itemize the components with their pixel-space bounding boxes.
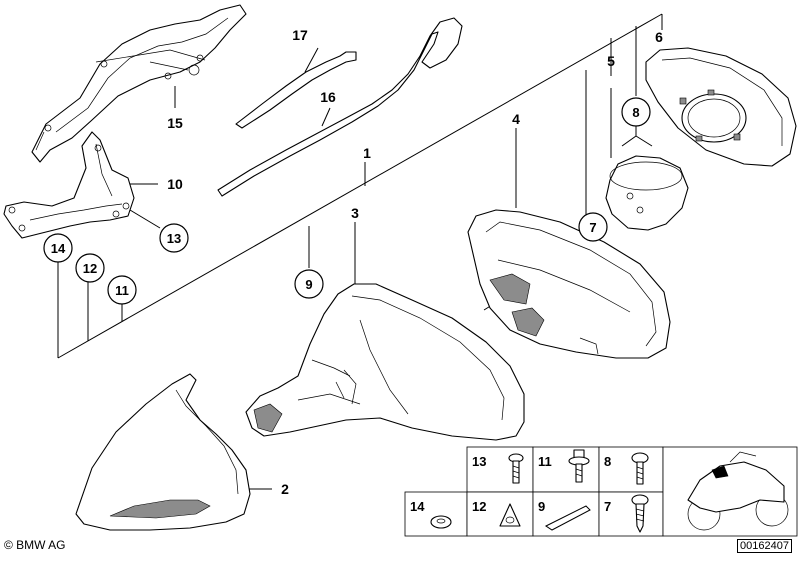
motorcycle-thumbnail-icon	[687, 451, 789, 531]
label-15: 15	[167, 115, 183, 131]
label-17: 17	[292, 27, 308, 43]
callout-9: 9	[294, 269, 324, 299]
screw-8-icon	[631, 452, 649, 485]
label-10: 10	[167, 176, 183, 192]
document-id: 00162407	[737, 539, 792, 553]
legend-label-13: 13	[472, 454, 486, 469]
callout-7: 7	[578, 212, 608, 242]
callout-8: 8	[621, 97, 651, 127]
clip-9-icon	[545, 505, 591, 531]
label-1: 1	[363, 145, 371, 161]
housing-3-drawing	[245, 283, 525, 441]
cover-6-drawing	[645, 47, 797, 167]
legend-label-7: 7	[604, 499, 611, 514]
tapping-screw-7-icon	[631, 494, 649, 533]
label-2: 2	[281, 481, 289, 497]
legend-label-11: 11	[538, 454, 552, 469]
bracket-10-drawing	[3, 131, 135, 239]
small-parts-legend: 13 11 8 14 12 9 7	[404, 446, 798, 537]
label-12: 12	[83, 261, 97, 276]
copyright-text: © BMW AG	[4, 538, 66, 552]
screw-13-icon	[508, 453, 524, 484]
washer-14-icon	[430, 515, 452, 529]
bolt-11-icon	[568, 449, 590, 483]
label-11: 11	[115, 283, 129, 298]
label-3: 3	[351, 205, 359, 221]
label-9: 9	[305, 277, 312, 292]
glass-4-drawing	[467, 209, 671, 359]
adjuster-5-drawing	[605, 155, 689, 231]
legend-label-14: 14	[410, 499, 425, 514]
callout-11: 11	[107, 275, 137, 305]
callout-12: 12	[75, 253, 105, 283]
label-7: 7	[589, 220, 596, 235]
label-6: 6	[655, 29, 663, 45]
label-8: 8	[632, 105, 639, 120]
label-4: 4	[512, 111, 520, 127]
callout-14: 14	[43, 233, 73, 263]
label-14: 14	[51, 241, 66, 256]
legend-label-12: 12	[472, 499, 486, 514]
legend-label-9: 9	[538, 499, 545, 514]
label-13-callout: 13	[167, 231, 181, 246]
bracket-15-drawing	[31, 4, 247, 163]
cable-tie-17-drawing	[235, 51, 357, 129]
legend-label-8: 8	[604, 454, 611, 469]
strap-16-drawing	[217, 17, 463, 197]
label-16: 16	[320, 89, 336, 105]
label-5: 5	[607, 53, 615, 69]
cover-2-drawing	[75, 373, 251, 531]
callout-13b: 13	[159, 223, 189, 253]
grommet-12-icon	[499, 503, 521, 527]
